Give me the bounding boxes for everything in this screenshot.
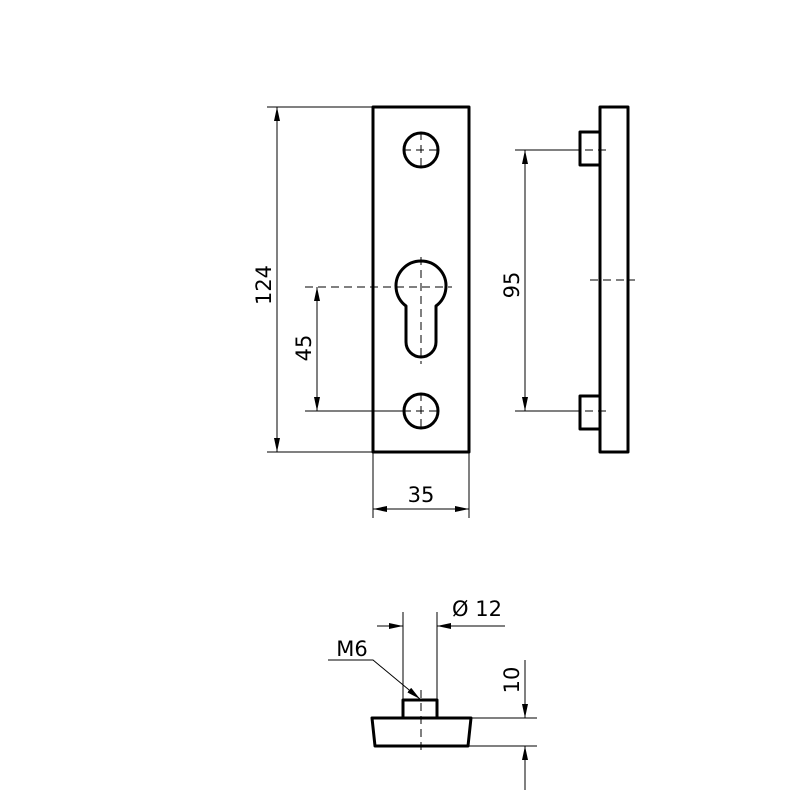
- dimension-95: 95: [500, 149, 580, 412]
- dimension-45: 45: [292, 287, 404, 412]
- dimension-label-10: 10: [500, 667, 524, 694]
- front-view: 124 45 35: [252, 105, 471, 518]
- side-view: 95: [500, 105, 635, 454]
- dimension-10: 10: [468, 660, 537, 790]
- dimension-label-124: 124: [252, 265, 276, 305]
- thread-label-m6: M6: [336, 637, 367, 661]
- bottom-mounting-boss: [578, 394, 600, 431]
- dimension-label-95: 95: [500, 272, 524, 299]
- dimension-124: 124: [252, 106, 373, 453]
- dimension-label-45: 45: [292, 335, 316, 362]
- thread-callout-m6: M6: [328, 637, 421, 700]
- cylinder-keyhole: [305, 257, 452, 364]
- top-mounting-boss: [578, 130, 600, 167]
- top-screw-hole: [402, 131, 440, 169]
- dimension-35: 35: [372, 452, 470, 518]
- bottom-view: Ø 12 M6 10: [328, 597, 537, 790]
- dimension-label-diameter-12: Ø 12: [452, 597, 502, 621]
- dimension-label-35: 35: [408, 483, 435, 507]
- dimension-diameter-12: Ø 12: [377, 597, 505, 700]
- bottom-screw-hole: [402, 392, 440, 430]
- threaded-boss-outline: [401, 698, 439, 720]
- side-plate-outline: [598, 105, 630, 454]
- escutcheon-plate-outline: [371, 105, 471, 454]
